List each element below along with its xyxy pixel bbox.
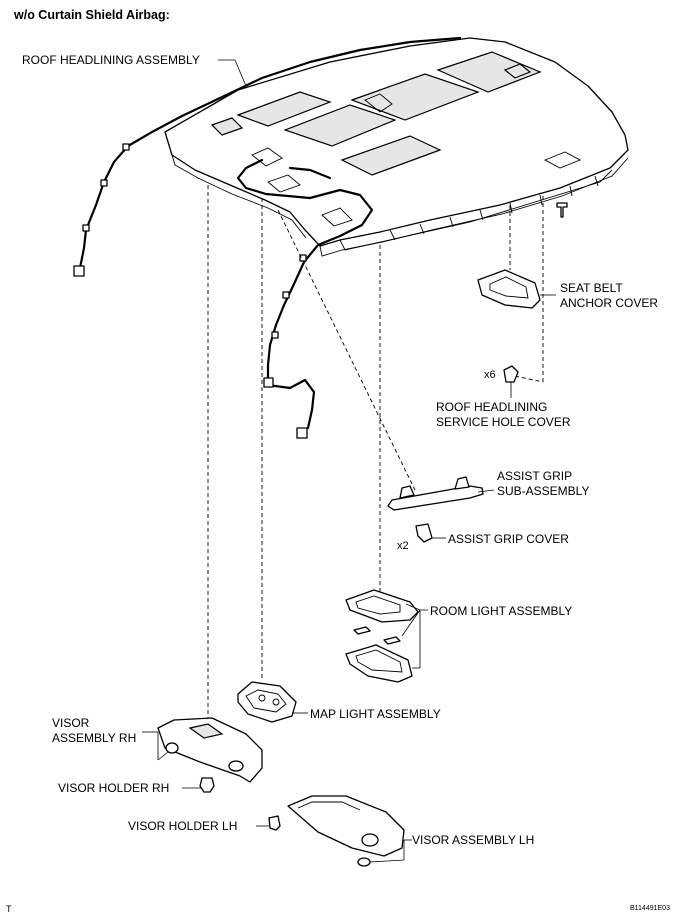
label-service-hole-cover-line1: ROOF HEADLINING — [436, 400, 548, 414]
label-visor-holder-lh: VISOR HOLDER LH — [128, 819, 238, 833]
leader-lines — [142, 59, 556, 863]
label-visor-rh-line2: ASSEMBLY RH — [52, 731, 137, 745]
label-seat-belt-anchor-cover-line1: SEAT BELT — [560, 281, 623, 295]
label-room-light-assembly: ROOM LIGHT ASSEMBLY — [430, 604, 573, 618]
label-roof-headlining-assembly: ROOF HEADLINING ASSEMBLY — [22, 53, 200, 67]
visor-rh-part — [157, 717, 263, 783]
seat-belt-anchor-cover-part — [477, 269, 541, 309]
visor-holder-rh-part — [199, 777, 215, 793]
qty-assist-grip-cover: x2 — [397, 540, 409, 552]
map-light-part — [237, 681, 297, 723]
label-visor-rh-line1: VISOR — [52, 716, 90, 730]
label-visor-assembly-lh: VISOR ASSEMBLY LH — [412, 833, 535, 847]
visor-holder-lh-part — [268, 815, 281, 831]
visor-lh-part — [287, 795, 405, 867]
label-assist-grip-line1: ASSIST GRIP — [497, 469, 573, 483]
label-assist-grip-line2: SUB-ASSEMBLY — [497, 484, 590, 498]
qty-service-hole-cover: x6 — [484, 369, 496, 381]
figure-code: B114491E03 — [630, 905, 670, 912]
label-service-hole-cover-line2: SERVICE HOLE COVER — [436, 415, 571, 429]
label-map-light-assembly: MAP LIGHT ASSEMBLY — [310, 707, 441, 721]
assist-grip-part — [387, 476, 484, 511]
alignment-lines — [207, 185, 544, 745]
wire-harness — [73, 36, 462, 439]
room-light-part — [345, 589, 419, 683]
roof-clip — [556, 202, 568, 218]
diagram-heading: w/o Curtain Shield Airbag: — [14, 8, 170, 22]
assist-grip-cover-part — [415, 523, 433, 543]
label-visor-holder-rh: VISOR HOLDER RH — [58, 781, 170, 795]
corner-mark: T — [6, 904, 12, 914]
roof-headlining-panel — [164, 37, 629, 257]
label-seat-belt-anchor-cover-line2: ANCHOR COVER — [560, 296, 659, 310]
service-hole-cover-part — [503, 365, 519, 383]
label-assist-grip-cover: ASSIST GRIP COVER — [448, 532, 569, 546]
